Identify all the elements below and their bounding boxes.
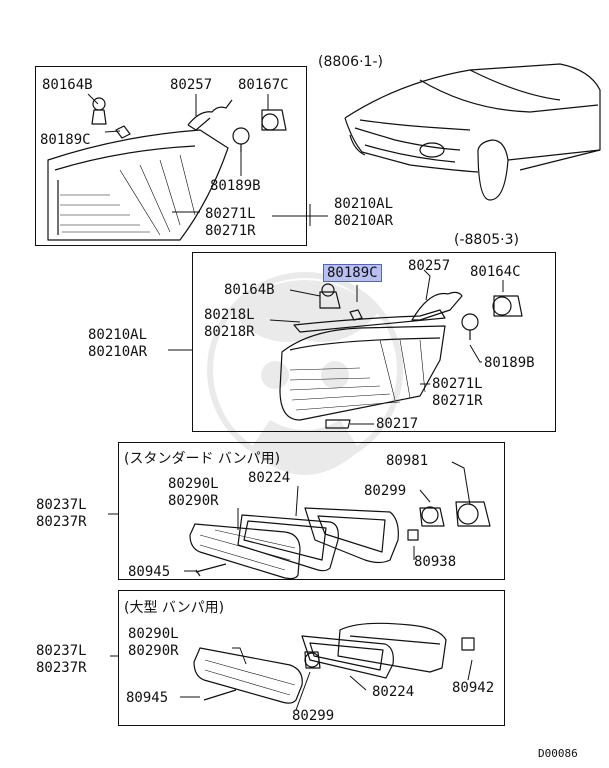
standard-side-marker (189, 501, 491, 580)
watermark-emblem (207, 272, 403, 475)
part-label-80164C[interactable]: 80164C (470, 264, 521, 280)
part-label-80167C[interactable]: 80167C (238, 77, 289, 93)
part-label-80938[interactable]: 80938 (414, 554, 457, 570)
section-box-large (118, 590, 505, 726)
part-label-80164B[interactable]: 80164B (224, 282, 275, 298)
part-label-80210AL[interactable]: 80210AL (88, 327, 148, 343)
part-label-80210AR[interactable]: 80210AR (88, 344, 148, 360)
section-box-top (35, 66, 307, 246)
part-label-80210AL[interactable]: 80210AL (334, 196, 394, 212)
section-box-standard (118, 442, 505, 580)
part-label-80299[interactable]: 80299 (292, 708, 335, 724)
part-label-80210AR[interactable]: 80210AR (334, 213, 394, 229)
top-corner-lamp (47, 97, 287, 241)
part-label-80271R[interactable]: 80271R (205, 223, 256, 239)
large-side-marker (193, 622, 475, 704)
part-label-80945[interactable]: 80945 (126, 690, 169, 706)
leader-lines (87, 93, 504, 711)
part-label-80218L[interactable]: 80218L (204, 307, 255, 323)
part-label-80224[interactable]: 80224 (248, 470, 291, 486)
part-label-80271L[interactable]: 80271L (432, 376, 483, 392)
section-box-mid (192, 252, 556, 432)
part-label-80271R[interactable]: 80271R (432, 393, 483, 409)
section-top-period: (8806·1-) (318, 54, 383, 70)
part-label-80942[interactable]: 80942 (452, 680, 495, 696)
part-label-80218R[interactable]: 80218R (204, 324, 255, 340)
part-label-80189B[interactable]: 80189B (210, 178, 261, 194)
part-label-80299[interactable]: 80299 (364, 483, 407, 499)
part-label-80189B[interactable]: 80189B (484, 355, 535, 371)
part-label-80257[interactable]: 80257 (408, 258, 451, 274)
diagram-code: D00086 (538, 747, 578, 760)
part-label-80217[interactable]: 80217 (376, 416, 419, 432)
part-label-80189C[interactable]: 80189C (40, 132, 91, 148)
part-label-80290L[interactable]: 80290L (168, 476, 219, 492)
part-label-80237R[interactable]: 80237R (36, 660, 87, 676)
section-mid-period: (-8805·3) (454, 232, 519, 248)
part-label-80945[interactable]: 80945 (128, 564, 171, 580)
part-label-80271L[interactable]: 80271L (205, 206, 256, 222)
car-outline (344, 63, 601, 201)
part-label-80237L[interactable]: 80237L (36, 643, 87, 659)
part-label-80290R[interactable]: 80290R (168, 493, 219, 509)
part-label-80290L[interactable]: 80290L (128, 626, 179, 642)
part-label-80164B[interactable]: 80164B (42, 77, 93, 93)
part-label-80981[interactable]: 80981 (386, 453, 429, 469)
part-label-80257[interactable]: 80257 (170, 77, 213, 93)
part-label-80224[interactable]: 80224 (372, 684, 415, 700)
mid-corner-lamp (279, 283, 523, 429)
section-large-title: (大型 バンパ用) (124, 600, 225, 616)
part-label-80237L[interactable]: 80237L (36, 497, 87, 513)
part-label-80290R[interactable]: 80290R (128, 643, 179, 659)
section-standard-title: (スタンダード バンパ用) (124, 451, 281, 467)
part-label-80237R[interactable]: 80237R (36, 514, 87, 530)
part-label-80189C-highlighted[interactable]: 80189C (323, 264, 382, 282)
